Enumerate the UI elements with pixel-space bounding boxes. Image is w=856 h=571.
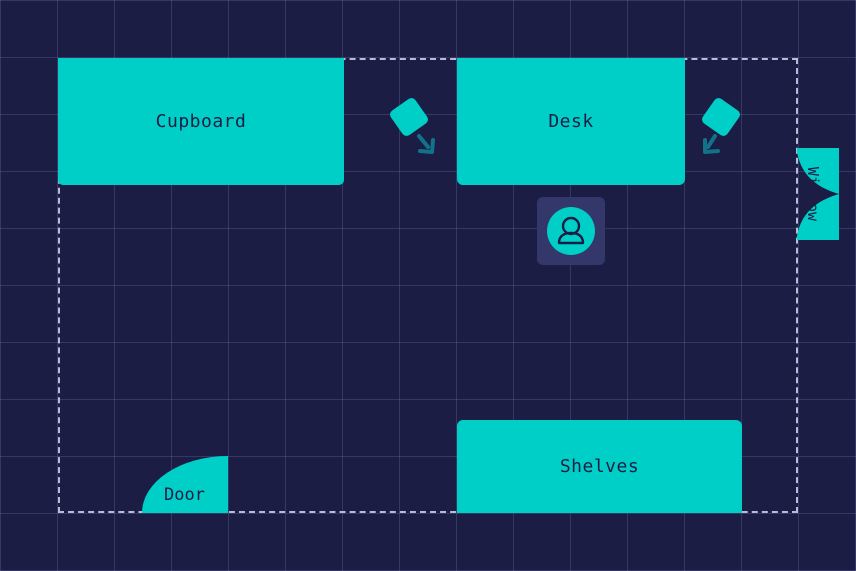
window-shape [797,148,839,240]
camera-icon[interactable] [696,92,754,158]
camera-icon[interactable] [386,92,444,158]
person-marker[interactable] [537,197,605,265]
cupboard[interactable]: Cupboard [58,58,344,185]
window-label: Window [804,166,822,222]
room-outline [58,58,798,513]
shelves[interactable]: Shelves [457,420,742,513]
person-icon [547,207,595,255]
desk-label: Desk [548,111,594,132]
door-label: Door [164,485,205,505]
window[interactable]: Window [797,148,839,240]
desk[interactable]: Desk [457,58,685,185]
cupboard-label: Cupboard [155,111,247,132]
shelves-label: Shelves [559,456,640,477]
door[interactable]: Door [142,456,228,513]
